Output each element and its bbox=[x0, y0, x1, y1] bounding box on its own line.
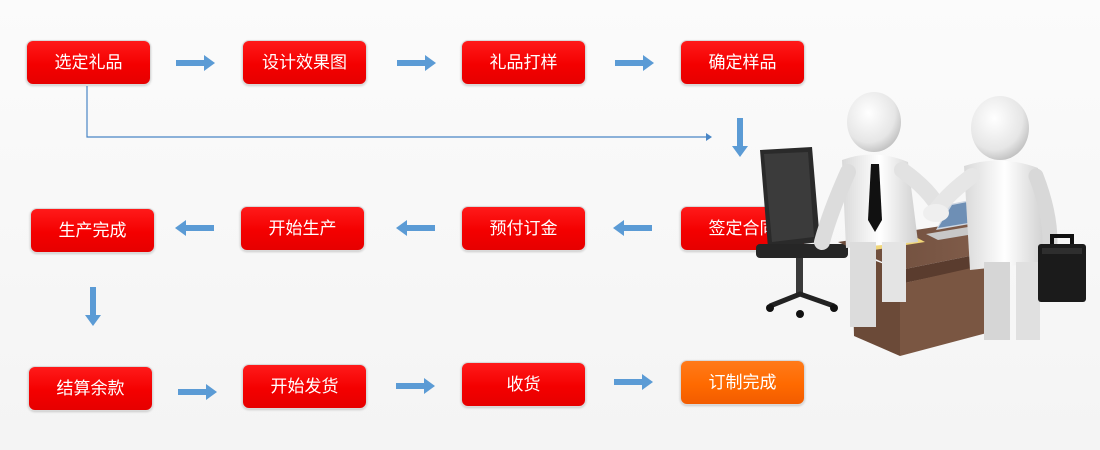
arrow-right-icon bbox=[176, 55, 215, 71]
step-production-done: 生产完成 bbox=[30, 208, 155, 253]
step-confirm-sample-label: 确定样品 bbox=[708, 53, 777, 73]
step-order-complete: 订制完成 bbox=[680, 360, 805, 405]
step-receive-goods-label: 收货 bbox=[506, 375, 541, 395]
arrow-down-icon bbox=[85, 287, 101, 326]
step-start-shipping: 开始发货 bbox=[242, 364, 367, 409]
step-design-render: 设计效果图 bbox=[242, 40, 367, 85]
step-settle-balance-label: 结算余款 bbox=[56, 379, 125, 399]
skip-connector-arrowhead bbox=[706, 133, 712, 141]
arrow-right-icon bbox=[178, 384, 217, 400]
step-settle-balance: 结算余款 bbox=[28, 366, 153, 411]
handshake bbox=[923, 204, 949, 222]
arrow-left-icon bbox=[175, 220, 214, 236]
arrow-right-icon bbox=[614, 374, 653, 390]
arrow-left-icon bbox=[613, 220, 652, 236]
office-chair bbox=[756, 147, 848, 318]
step-prepay-deposit: 预付订金 bbox=[461, 206, 586, 251]
step-production-done-label: 生产完成 bbox=[58, 221, 127, 241]
arrow-down-icon bbox=[732, 118, 748, 157]
step-gift-sample: 礼品打样 bbox=[461, 40, 586, 85]
step-sign-contract-label: 签定合同 bbox=[708, 219, 777, 239]
arrow-right-icon bbox=[615, 55, 654, 71]
step-design-render-label: 设计效果图 bbox=[262, 53, 347, 73]
step-select-gift: 选定礼品 bbox=[26, 40, 151, 85]
step-select-gift-label: 选定礼品 bbox=[54, 53, 123, 73]
arrow-left-icon bbox=[396, 220, 435, 236]
skip-connector-line bbox=[86, 86, 706, 138]
step-confirm-sample: 确定样品 bbox=[680, 40, 805, 85]
step-start-production-label: 开始生产 bbox=[268, 219, 337, 239]
figure-right bbox=[928, 96, 1058, 340]
step-start-shipping-label: 开始发货 bbox=[270, 377, 339, 397]
briefcase-icon bbox=[1038, 234, 1086, 302]
arrow-right-icon bbox=[397, 55, 436, 71]
step-prepay-deposit-label: 预付订金 bbox=[489, 219, 558, 239]
step-start-production: 开始生产 bbox=[240, 206, 365, 251]
arrow-right-icon bbox=[396, 378, 435, 394]
business-handshake-illustration bbox=[756, 92, 1086, 356]
step-receive-goods: 收货 bbox=[461, 362, 586, 407]
figure-left bbox=[814, 92, 948, 327]
step-order-complete-label: 订制完成 bbox=[708, 373, 777, 393]
step-gift-sample-label: 礼品打样 bbox=[489, 53, 558, 73]
